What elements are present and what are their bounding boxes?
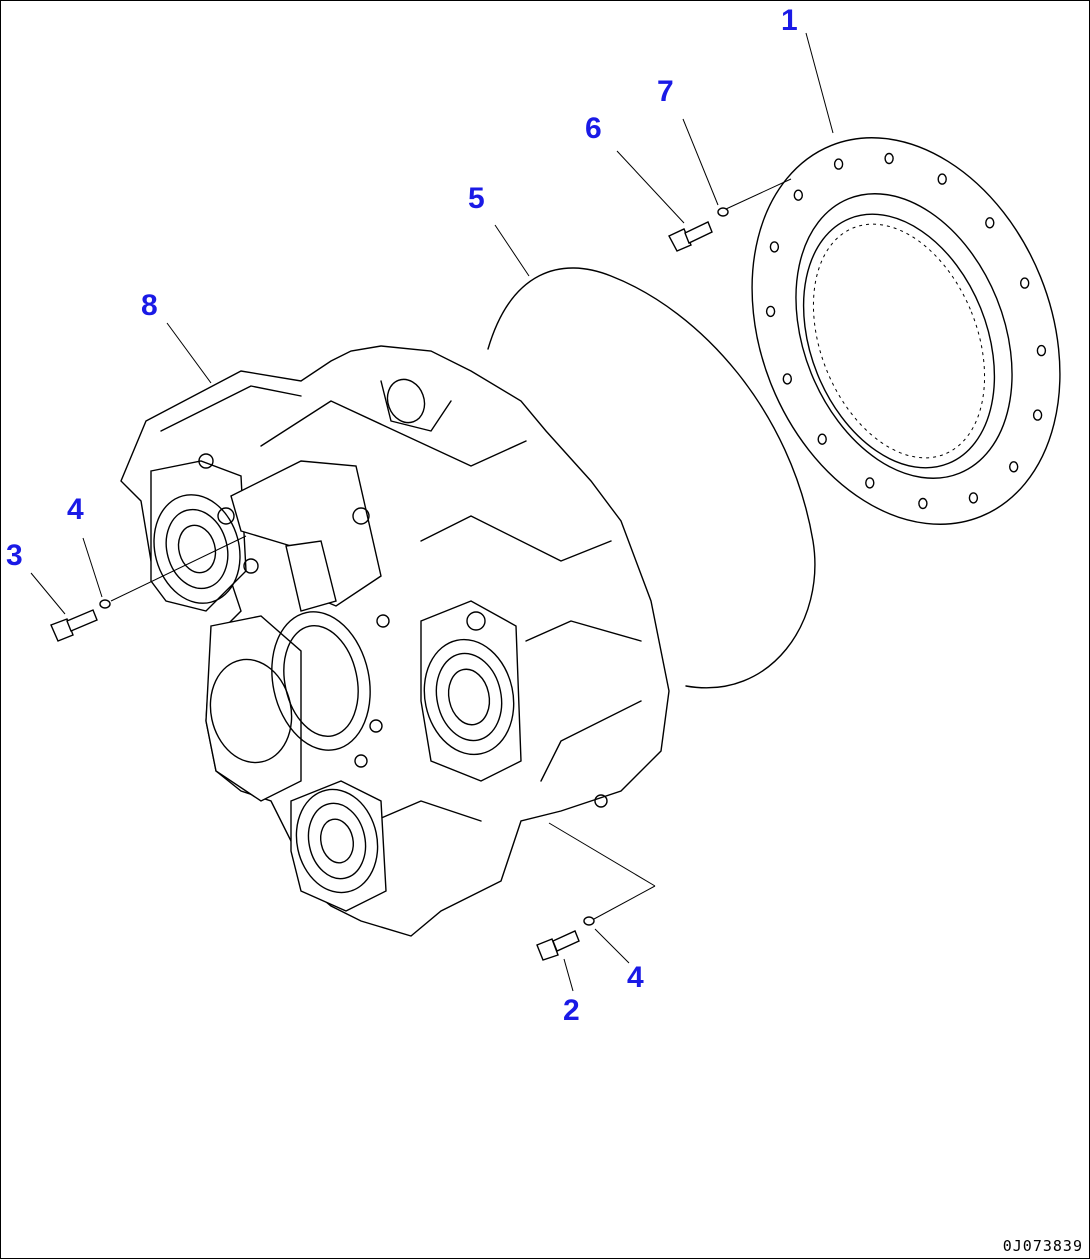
part-1-flange-ring <box>751 137 1061 525</box>
flange-bolt-hole <box>884 152 894 165</box>
callout-8: 8 <box>141 289 158 322</box>
flange-bolt-hole <box>833 158 844 170</box>
flange-bolt-hole <box>765 305 776 318</box>
callout-7: 7 <box>657 75 674 108</box>
flange-bolt-hole <box>918 497 928 510</box>
flange-bolt-hole <box>769 241 780 253</box>
callout-4-left: 4 <box>67 493 84 526</box>
flange-bolt-hole <box>793 189 803 201</box>
callout-2: 2 <box>563 994 580 1027</box>
callout-3: 3 <box>6 539 23 572</box>
part-7-washer <box>717 207 729 217</box>
part-4-washer-left <box>99 599 111 609</box>
part-5-o-ring <box>487 267 816 689</box>
flange-bolt-hole <box>865 477 875 489</box>
flange-bolt-hole <box>968 492 979 504</box>
flange-bolt-hole <box>1032 409 1043 421</box>
callout-5: 5 <box>468 182 485 215</box>
part-8-transmission-housing <box>120 345 670 937</box>
part-2-bolt <box>536 930 580 961</box>
flange-bolt-hole <box>1036 344 1047 357</box>
callout-1: 1 <box>781 4 798 37</box>
drawing-number: 0J073839 <box>1002 1237 1083 1255</box>
flange-bolt-hole <box>985 217 995 229</box>
callout-4-bottom: 4 <box>627 961 644 994</box>
flange-bolt-hole <box>1020 277 1030 289</box>
flange-bolt-hole <box>817 433 827 445</box>
flange-bolt-hole <box>782 373 792 385</box>
part-4-washer-bottom <box>583 916 595 926</box>
flange-bolt-holes <box>765 152 1047 510</box>
flange-bolt-hole <box>937 173 947 185</box>
part-6-bolt <box>668 221 713 252</box>
flange-bolt-hole <box>1009 461 1019 473</box>
part-3-bolt <box>50 609 98 642</box>
callout-6: 6 <box>585 112 602 145</box>
leader-lines <box>30 32 834 992</box>
